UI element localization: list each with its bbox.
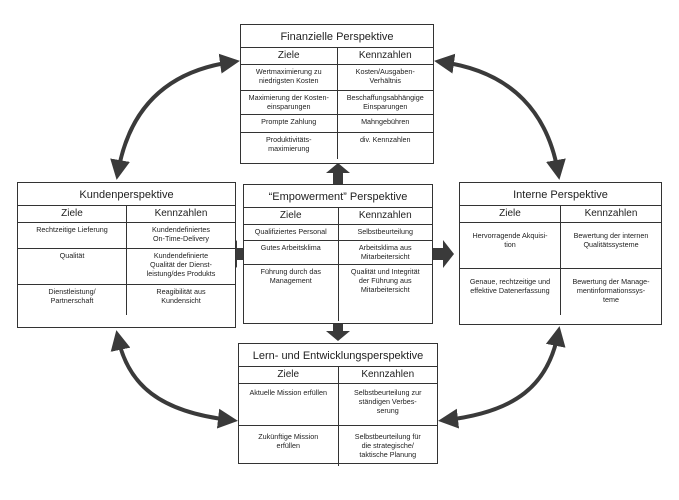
curved-arrow-fin-kunden <box>110 53 240 180</box>
panel-kundenperspektive: Kundenperspektive Ziele Kennzahlen Recht… <box>17 182 236 328</box>
perspective-table: Ziele Kennzahlen Hervorragende Akquisi- … <box>460 206 661 315</box>
kennzahl-cell: Selbstbeurteilung zur ständigen Verbes- … <box>337 383 437 426</box>
ziel-cell: Führung durch das Management <box>244 264 339 321</box>
kennzahl-cell: Arbeitsklima aus Mitarbeitersicht <box>337 240 432 265</box>
ziel-cell: Maximierung der Kosten- einsparungen <box>241 90 338 115</box>
panel-title: Kundenperspektive <box>18 183 235 206</box>
block-arrow-right <box>433 240 454 268</box>
ziel-cell: Aktuelle Mission erfüllen <box>239 383 339 426</box>
curved-arrow-fin-intern <box>434 53 566 180</box>
kennzahl-cell: Bewertung der Manage- mentinformationssy… <box>560 268 661 315</box>
column-header-kennzahlen: Kennzahlen <box>126 206 235 223</box>
panel-empowerment-perspektive: “Empowerment” Perspektive Ziele Kennzahl… <box>243 184 433 324</box>
column-header-ziele: Ziele <box>241 48 338 65</box>
perspective-table: Ziele Kennzahlen Qualifiziertes Personal… <box>244 208 432 321</box>
ziel-cell: Rechtzeitige Lieferung <box>18 222 127 249</box>
panel-title: Interne Perspektive <box>460 183 661 206</box>
perspective-table: Ziele Kennzahlen Rechtzeitige Lieferung … <box>18 206 235 315</box>
ziel-cell: Prompte Zahlung <box>241 114 338 133</box>
ziel-cell: Wertmaximierung zu niedrigsten Kosten <box>241 64 338 91</box>
column-header-ziele: Ziele <box>239 367 339 384</box>
panel-title: “Empowerment” Perspektive <box>244 185 432 208</box>
panel-finanzielle-perspektive: Finanzielle Perspektive Ziele Kennzahlen… <box>240 24 434 164</box>
kennzahl-cell: Bewertung der internen Qualitätssysteme <box>560 222 661 269</box>
kennzahl-cell: Selbstbeurteilung <box>337 224 432 241</box>
ziel-cell: Genaue, rechtzeitige und effektive Daten… <box>460 268 561 315</box>
block-arrow-down <box>326 324 350 341</box>
column-header-ziele: Ziele <box>18 206 127 223</box>
ziel-cell: Hervorragende Akquisi- tion <box>460 222 561 269</box>
kennzahl-cell: Qualität und Integrität der Führung aus … <box>337 264 432 321</box>
ziel-cell: Qualität <box>18 248 127 285</box>
kennzahl-cell: Mahngebühren <box>336 114 433 133</box>
kennzahl-cell: Beschaffungsabhängige Einsparungen <box>336 90 433 115</box>
curved-arrow-intern-lern <box>438 326 566 429</box>
ziel-cell: Qualifiziertes Personal <box>244 224 339 241</box>
curved-arrow-kunden-lern <box>110 330 238 429</box>
block-arrow-up <box>326 163 350 184</box>
perspective-table: Ziele Kennzahlen Wertmaximierung zu nied… <box>241 48 433 159</box>
panel-lern-und-entwicklungsperspektive: Lern- und Entwicklungsperspektive Ziele … <box>238 343 438 466</box>
ziel-cell: Dienstleistung/ Partnerschaft <box>18 284 127 315</box>
kennzahl-cell: div. Kennzahlen <box>336 132 433 159</box>
kennzahl-cell: Reagibilität aus Kundensicht <box>126 284 235 315</box>
ziel-cell: Produktivitäts- maximierung <box>241 132 338 159</box>
kennzahl-cell: Kosten/Ausgaben- Verhältnis <box>336 64 433 91</box>
column-header-kennzahlen: Kennzahlen <box>337 208 432 225</box>
column-header-kennzahlen: Kennzahlen <box>337 367 437 384</box>
panel-interne-perspektive: Interne Perspektive Ziele Kennzahlen Her… <box>459 182 662 325</box>
ziel-cell: Zukünftige Mission erfüllen <box>239 425 339 466</box>
column-header-ziele: Ziele <box>460 206 561 223</box>
perspective-table: Ziele Kennzahlen Aktuelle Mission erfüll… <box>239 367 437 466</box>
kennzahl-cell: Kundendefinierte Qualität der Dienst- le… <box>126 248 235 285</box>
column-header-kennzahlen: Kennzahlen <box>336 48 433 65</box>
column-header-ziele: Ziele <box>244 208 339 225</box>
kennzahl-cell: Kundendefiniertes On-Time-Delivery <box>126 222 235 249</box>
column-header-kennzahlen: Kennzahlen <box>560 206 661 223</box>
ziel-cell: Gutes Arbeitsklima <box>244 240 339 265</box>
panel-title: Lern- und Entwicklungsperspektive <box>239 344 437 367</box>
kennzahl-cell: Selbstbeurteilung für die strategische/ … <box>337 425 437 466</box>
panel-title: Finanzielle Perspektive <box>241 25 433 48</box>
